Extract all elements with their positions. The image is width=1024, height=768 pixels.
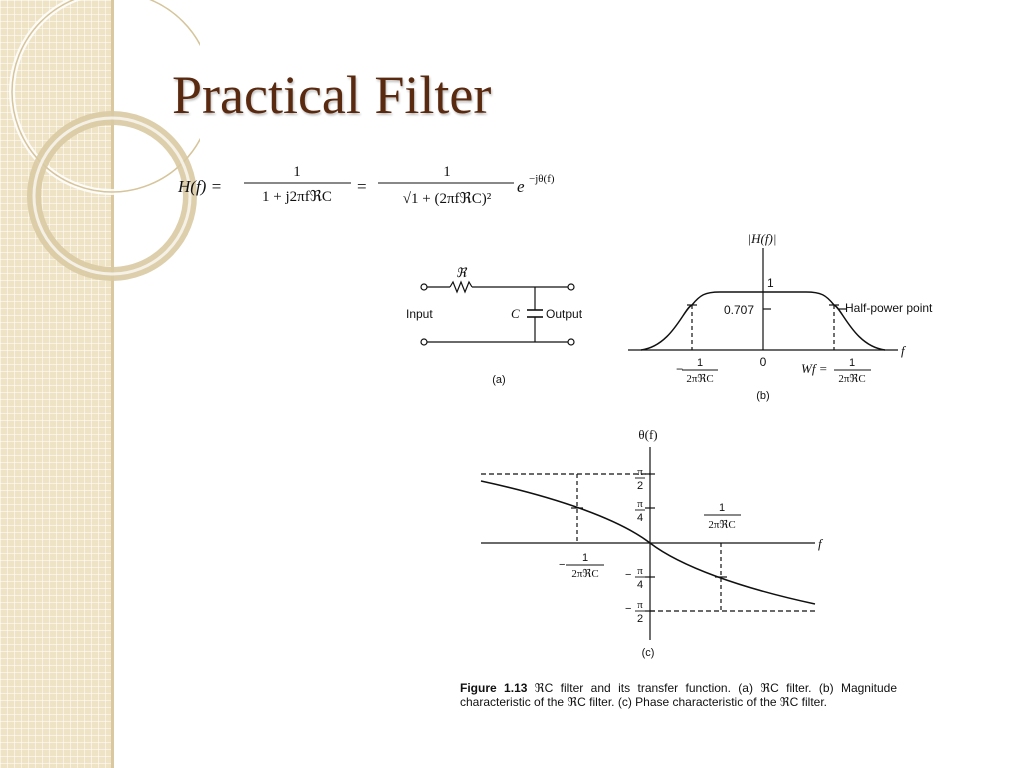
neg-tick-den: 2πℜC [686, 373, 713, 385]
phase-neg-tick-den: 2πℜC [571, 568, 598, 580]
pos-tick-num: 1 [849, 357, 855, 369]
neg-tick-sign: − [676, 362, 683, 376]
phase-neg-tick-num: 1 [582, 552, 588, 564]
magnitude-labels: |H(f)| 1 0.707 Half-power point f − 1 2π… [676, 231, 933, 402]
eq-frac1-den: 1 + j2πfℜC [262, 189, 332, 205]
magnitude-plot [628, 248, 898, 351]
phase-pos-tick-den: 2πℜC [708, 519, 735, 531]
phase-curve [480, 480, 816, 605]
magnitude-curve [640, 291, 886, 351]
neg-pi4-num: π [637, 565, 643, 577]
neg-tick-num: 1 [697, 357, 703, 369]
transfer-function-equation: H(f) = 1 1 + j2πfℜC = 1 √1 + (2πfℜC)² e … [177, 164, 555, 207]
caption-text: ℜC filter and its transfer function. (a)… [460, 681, 897, 709]
eq-exp-base: e [517, 177, 525, 196]
pi4-num: π [637, 498, 643, 510]
panel-a-label: (a) [492, 374, 505, 386]
rc-circuit-labels: ℜ Input C Output (a) [406, 265, 583, 386]
magnitude-zero-label: 0 [760, 355, 767, 369]
half-power-value: 0.707 [724, 303, 754, 317]
output-terminal-top [567, 283, 575, 291]
eq-exp-power: −jθ(f) [529, 173, 555, 185]
eq-lhs: H(f) = [177, 177, 222, 196]
magnitude-y-label: |H(f)| [748, 231, 777, 246]
phase-neg-tick-sign: − [559, 559, 565, 571]
half-power-label: Half-power point [845, 301, 933, 315]
pi2-num: π [637, 466, 643, 478]
sidebar-edge [111, 0, 114, 768]
phase-labels: θ(f) f π 2 π 4 − π 4 − π 2 1 2πℜC − 1 2π… [559, 427, 824, 659]
deco-circle-large-outline [11, 0, 200, 193]
output-label: Output [546, 307, 583, 321]
decorative-circles [9, 0, 200, 281]
neg-pi4-den: 4 [637, 579, 643, 591]
neg-pi2-sign: − [625, 603, 631, 615]
eq-frac2-den: √1 + (2πfℜC)² [403, 191, 492, 207]
phase-pos-tick-num: 1 [719, 502, 725, 514]
wf-label: Wf = [801, 361, 827, 376]
pos-tick-den: 2πℜC [838, 373, 865, 385]
resistor-symbol [449, 280, 473, 294]
panel-c-label: (c) [642, 647, 655, 659]
input-label: Input [406, 307, 433, 321]
deco-circle-ring-highlight [32, 116, 192, 276]
rc-circuit-diagram [420, 280, 575, 346]
resistor-label: ℜ [456, 265, 468, 280]
caption-label: Figure 1.13 [460, 681, 528, 695]
eq-frac2-num: 1 [443, 164, 451, 180]
eq-frac1-num: 1 [293, 164, 301, 180]
phase-x-label: f [818, 536, 824, 551]
neg-pi2-den: 2 [637, 613, 643, 625]
magnitude-one-label: 1 [767, 276, 774, 290]
output-terminal-bottom [567, 338, 575, 346]
capacitor-label: C [511, 306, 520, 321]
figure-caption: Figure 1.13 ℜC filter and its transfer f… [460, 681, 897, 709]
neg-pi2-num: π [637, 599, 643, 611]
slide-title: Practical Filter [172, 65, 492, 125]
pi2-den: 2 [637, 480, 643, 492]
input-terminal-top [420, 283, 428, 291]
phase-y-label: θ(f) [638, 427, 657, 442]
magnitude-x-label: f [901, 343, 907, 358]
neg-pi4-sign: − [625, 569, 631, 581]
input-terminal-bottom [420, 338, 428, 346]
eq-equals: = [357, 177, 367, 196]
phase-plot [480, 447, 816, 640]
panel-b-label: (b) [756, 390, 769, 402]
pi4-den: 4 [637, 512, 643, 524]
